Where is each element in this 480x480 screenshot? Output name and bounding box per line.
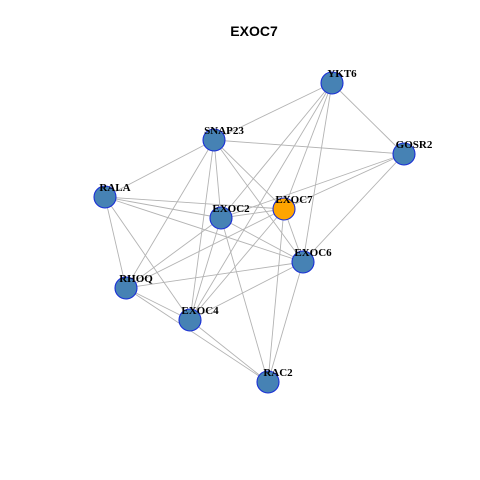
node-exoc7: EXOC7 [272, 194, 313, 221]
node-rhoq: RHOQ [114, 273, 153, 300]
edge-snap23-exoc7 [213, 139, 285, 210]
node-exoc6: EXOC6 [291, 247, 332, 274]
node-label-exoc6: EXOC6 [294, 247, 332, 259]
edge-rala-exoc4 [104, 196, 191, 321]
edge-gosr2-exoc6 [302, 153, 405, 263]
node-circle-exoc2 [209, 206, 233, 230]
edge-exoc7-rhoq [125, 208, 285, 289]
edge-ykt6-exoc6 [302, 82, 333, 263]
node-exoc2: EXOC2 [209, 203, 250, 230]
node-circle-rala [93, 185, 117, 209]
edge-rhoq-rac2 [125, 287, 269, 383]
edge-ykt6-gosr2 [331, 82, 405, 155]
edge-exoc6-exoc4 [189, 261, 304, 321]
edge-exoc2-exoc4 [189, 217, 222, 321]
node-label-ykt6: YKT6 [327, 68, 357, 80]
node-label-rhoq: RHOQ [119, 273, 153, 285]
edge-exoc2-rac2 [220, 217, 269, 383]
edge-ykt6-exoc2 [220, 82, 333, 219]
edge-gosr2-exoc2 [220, 153, 405, 219]
edge-rala-rhoq [104, 196, 127, 289]
edge-snap23-exoc4 [189, 139, 215, 321]
node-label-exoc2: EXOC2 [212, 203, 250, 215]
edge-exoc4-rac2 [189, 319, 269, 383]
node-gosr2: GOSR2 [392, 139, 433, 166]
edge-snap23-rhoq [125, 139, 215, 289]
node-circle-ykt6 [320, 71, 344, 95]
edge-snap23-rala [104, 139, 215, 198]
node-label-rac2: RAC2 [263, 367, 293, 379]
edge-layer [104, 82, 405, 383]
edge-rala-exoc2 [104, 196, 222, 219]
edge-exoc7-exoc4 [189, 208, 285, 321]
node-label-exoc4: EXOC4 [181, 305, 219, 317]
edge-ykt6-snap23 [213, 82, 333, 141]
edge-exoc6-rac2 [267, 261, 304, 383]
edge-exoc6-rhoq [125, 261, 304, 289]
edge-ykt6-exoc7 [283, 82, 333, 210]
graph-title: EXOC7 [230, 23, 278, 39]
node-label-exoc7: EXOC7 [275, 194, 313, 206]
edge-gosr2-exoc7 [283, 153, 405, 210]
node-rala: RALA [93, 182, 131, 209]
node-label-snap23: SNAP23 [204, 125, 244, 137]
node-circle-rac2 [256, 370, 280, 394]
node-snap23: SNAP23 [202, 125, 244, 152]
edge-snap23-exoc6 [213, 139, 304, 263]
node-rac2: RAC2 [256, 367, 293, 394]
node-circle-rhoq [114, 276, 138, 300]
node-exoc4: EXOC4 [178, 305, 219, 332]
node-ykt6: YKT6 [320, 68, 357, 95]
edge-rhoq-exoc4 [125, 287, 191, 321]
edge-rala-exoc7 [104, 196, 285, 210]
node-label-gosr2: GOSR2 [396, 139, 433, 151]
node-circle-exoc7 [272, 197, 296, 221]
node-circle-exoc6 [291, 250, 315, 274]
edge-ykt6-exoc4 [189, 82, 333, 321]
edge-exoc2-rhoq [125, 217, 222, 289]
node-label-rala: RALA [99, 182, 130, 194]
edge-snap23-gosr2 [213, 139, 405, 155]
node-circle-snap23 [202, 128, 226, 152]
node-circle-gosr2 [392, 142, 416, 166]
edge-exoc2-exoc6 [220, 217, 304, 263]
node-circle-exoc4 [178, 308, 202, 332]
edge-rala-exoc6 [104, 196, 304, 263]
edge-exoc7-rac2 [267, 208, 285, 383]
